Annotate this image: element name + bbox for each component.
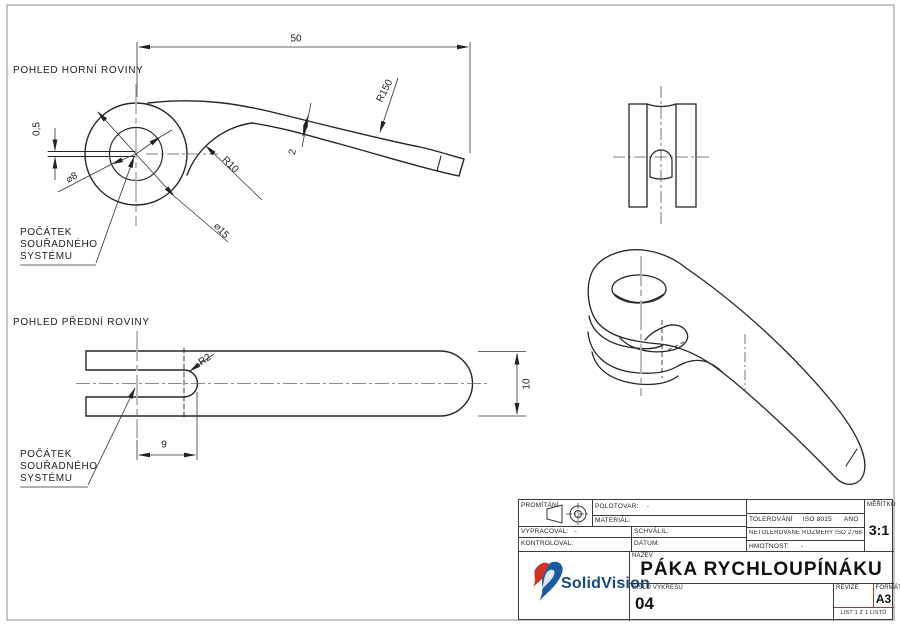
list-label: LIST 1 Z 1 LISTŮ bbox=[840, 609, 887, 616]
origin-label-front-view: POČÁTEK SOUŘADNÉHO SYSTÉMU bbox=[20, 449, 98, 485]
origin-label-top-view: POČÁTEK SOUŘADNÉHO SYSTÉMU bbox=[20, 227, 98, 263]
polotovar-cell: POLOTOVAR: - bbox=[595, 503, 649, 510]
front-view-dimensions bbox=[20, 351, 526, 488]
kontroloval-label: KONTROLOVAL: bbox=[521, 540, 574, 547]
hmotnost-label: HMOTNOST: bbox=[749, 543, 790, 550]
origin-line-2: SOUŘADNÉHO bbox=[20, 461, 98, 472]
tolerovani-flag: ANO bbox=[843, 516, 859, 523]
dim-length-50: 50 bbox=[290, 33, 302, 45]
side-view-centerlines bbox=[613, 86, 712, 224]
format-value: A3 bbox=[875, 592, 892, 606]
iso-view-geometry bbox=[587, 249, 866, 485]
drawing-title: PÁKA RYCHLOUPÍNÁKU bbox=[640, 559, 883, 580]
origin-line-3: SYSTÉMU bbox=[20, 473, 73, 484]
dim-height-10: 10 bbox=[521, 378, 533, 390]
hmotnost-cell: HMOTNOST: - bbox=[749, 543, 803, 550]
solidvision-logo-icon bbox=[533, 561, 563, 601]
tolerovani-cell: TOLEROVÁNÍ ISO 8015 ANO bbox=[749, 516, 859, 523]
polotovar-label: POLOTOVAR: bbox=[595, 503, 639, 510]
polotovar-value: - bbox=[646, 503, 650, 510]
origin-line-1: POČÁTEK bbox=[20, 449, 72, 460]
front-view-centerlines bbox=[76, 331, 490, 438]
vypracoval-cell: VYPRACOVAL: - bbox=[521, 528, 577, 535]
top-view-centerlines bbox=[135, 84, 218, 226]
page-frame bbox=[6, 4, 895, 621]
tolerovani-label: TOLEROVÁNÍ bbox=[749, 516, 793, 523]
origin-line-3: SYSTÉMU bbox=[20, 251, 73, 262]
projection-label: PROMÍTÁNÍ bbox=[521, 502, 559, 509]
dim-slot-05: 0,5 bbox=[31, 122, 43, 136]
origin-line-1: POČÁTEK bbox=[20, 227, 72, 238]
cislo-label: ČÍSLO VÝKRESU bbox=[632, 585, 683, 591]
origin-line-2: SOUŘADNÉHO bbox=[20, 239, 98, 250]
front-view-label: POHLED PŘEDNÍ ROVINY bbox=[13, 317, 150, 328]
top-view-dimensions bbox=[20, 42, 471, 266]
vypracoval-value: - bbox=[574, 528, 577, 535]
meritko-label: MĚŘÍTKO bbox=[867, 502, 896, 508]
format-label: FORMÁT bbox=[875, 585, 900, 591]
nazev-label: NÁZEV bbox=[632, 553, 654, 559]
meritko-value: 3:1 bbox=[868, 522, 890, 538]
material-label: MATERIÁL: bbox=[595, 517, 631, 524]
dim-slot-depth-9: 9 bbox=[161, 439, 167, 451]
tolerovani-standard: ISO 8015 bbox=[802, 516, 832, 523]
first-angle-projection-icon bbox=[546, 503, 590, 525]
cislo-value: 04 bbox=[635, 594, 654, 613]
hmotnost-value: - bbox=[801, 543, 804, 550]
iso-view-centerlines bbox=[640, 256, 746, 396]
logo: SolidVision bbox=[523, 558, 650, 606]
top-view-label: POHLED HORNÍ ROVINY bbox=[13, 65, 144, 76]
side-view-geometry bbox=[628, 103, 697, 208]
front-view-geometry bbox=[85, 347, 474, 421]
netolerovane-label: NETOLEROVANÉ ROZMĚRY ISO 2768 m K bbox=[749, 529, 862, 536]
revize-label: REVIZE bbox=[836, 585, 859, 591]
schvalil-label: SCHVÁLIL: bbox=[634, 528, 670, 535]
datum-label: DATUM: bbox=[634, 540, 660, 547]
logo-text: SolidVision bbox=[561, 575, 651, 592]
top-view-geometry bbox=[47, 100, 465, 206]
vypracoval-label: VYPRACOVAL: bbox=[521, 528, 569, 535]
title-block: PROMÍTÁNÍ POLOTOVAR: - MATERIÁL: TOLEROV… bbox=[518, 499, 900, 621]
